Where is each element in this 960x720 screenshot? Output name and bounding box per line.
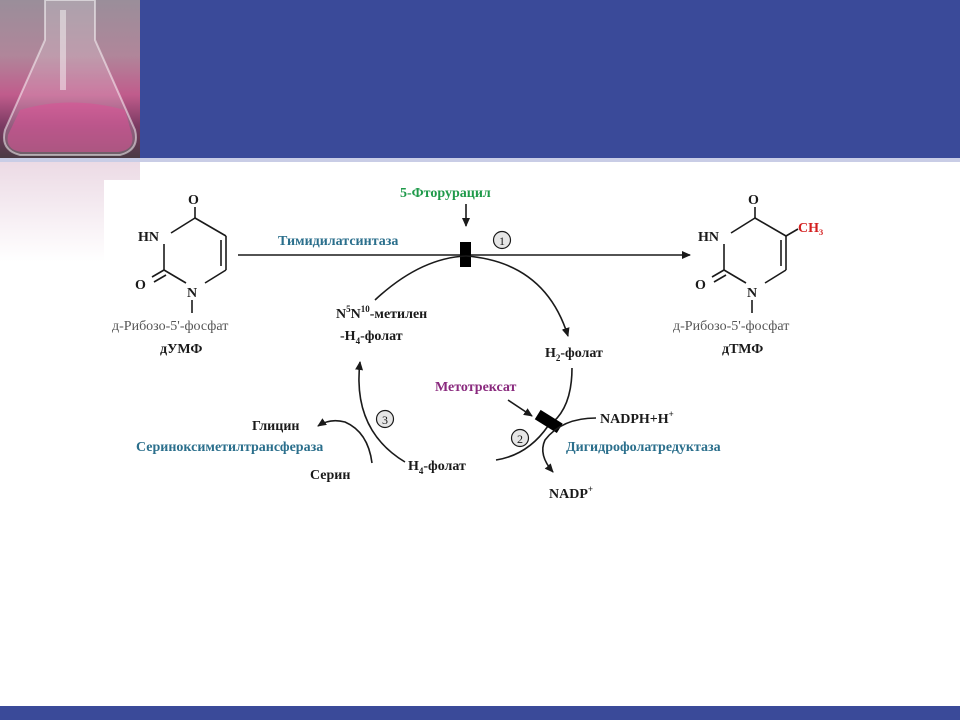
- dtmp-sugar-label: д-Рибозо-5'-фосфат: [673, 319, 789, 334]
- header-band: [0, 0, 960, 158]
- dihydrofolate-reductase-label: Дигидрофолатредуктаза: [566, 440, 721, 455]
- dtmp-atom-n: N: [747, 286, 757, 301]
- dump-structure: O HN O N д-Рибозо-5'-фосфат дУМФ: [112, 193, 228, 357]
- dump-sugar-label: д-Рибозо-5'-фосфат: [112, 319, 228, 334]
- serine-to-glycine-arrow: [317, 418, 373, 464]
- thymidylate-synthase-label: Тимидилатсинтаза: [278, 234, 398, 249]
- diagram-panel: [104, 180, 864, 510]
- cycle-arc-reductase-to-h4: [495, 425, 549, 461]
- serine-hydroxymethyltransferase-label: Сериноксиметилтрансфераза: [136, 440, 323, 455]
- flask-image: [0, 0, 140, 158]
- dump-atom-n: N: [187, 286, 197, 301]
- h4-folate-label: H4-фолат: [408, 459, 466, 476]
- methotrexate-label: Метотрексат: [435, 380, 517, 395]
- serine-label: Серин: [310, 468, 350, 483]
- fluorouracil-block-icon: [460, 242, 471, 267]
- dtmp-atom-hn: HN: [698, 230, 719, 245]
- step-1-circle: [492, 230, 512, 250]
- dump-atom-o-top: O: [188, 193, 199, 208]
- footer-band: [0, 706, 960, 720]
- dump-atom-o-left: O: [135, 278, 146, 293]
- dtmp-name: дТМФ: [722, 342, 763, 357]
- step-1-number: 1: [499, 234, 505, 248]
- flask-icon: [3, 0, 137, 156]
- methylene-folate-line1: N5N10-метилен: [336, 304, 427, 322]
- cycle-arc-methylene-to-synthase: [374, 255, 467, 301]
- methotrexate-block-icon: [534, 409, 563, 433]
- h2-folate-label: H2-фолат: [545, 346, 603, 363]
- nadph-label: NADPH+H+: [600, 409, 674, 427]
- cycle-arc-to-h2-folate: [465, 255, 570, 337]
- dtmp-structure: O HN O N CH₃ д-Рибозо-5'-фосфат дТМФ: [673, 193, 823, 357]
- step-3-circle: [375, 409, 395, 429]
- dtmp-methyl-group: CH₃: [798, 221, 823, 236]
- nadp-label: NADP+: [549, 484, 593, 502]
- dump-atom-hn: HN: [138, 230, 159, 245]
- methotrexate-arrow: [507, 399, 533, 417]
- dtmp-atom-o-top: O: [748, 193, 759, 208]
- glycine-label: Глицин: [252, 419, 299, 434]
- header-divider: [0, 158, 960, 162]
- cycle-arc-h4-to-methylene: [355, 361, 406, 463]
- step-2-number: 2: [517, 432, 523, 446]
- fluorouracil-label: 5-Фторурацил: [400, 186, 491, 201]
- step-3-number: 3: [382, 413, 388, 427]
- nadph-to-nadp-arrow: [542, 417, 597, 473]
- dump-name: дУМФ: [160, 342, 202, 357]
- step-2-circle: [510, 428, 530, 448]
- dtmp-atom-o-left: O: [695, 278, 706, 293]
- methylene-folate-line2: -H4-фолат: [340, 329, 403, 346]
